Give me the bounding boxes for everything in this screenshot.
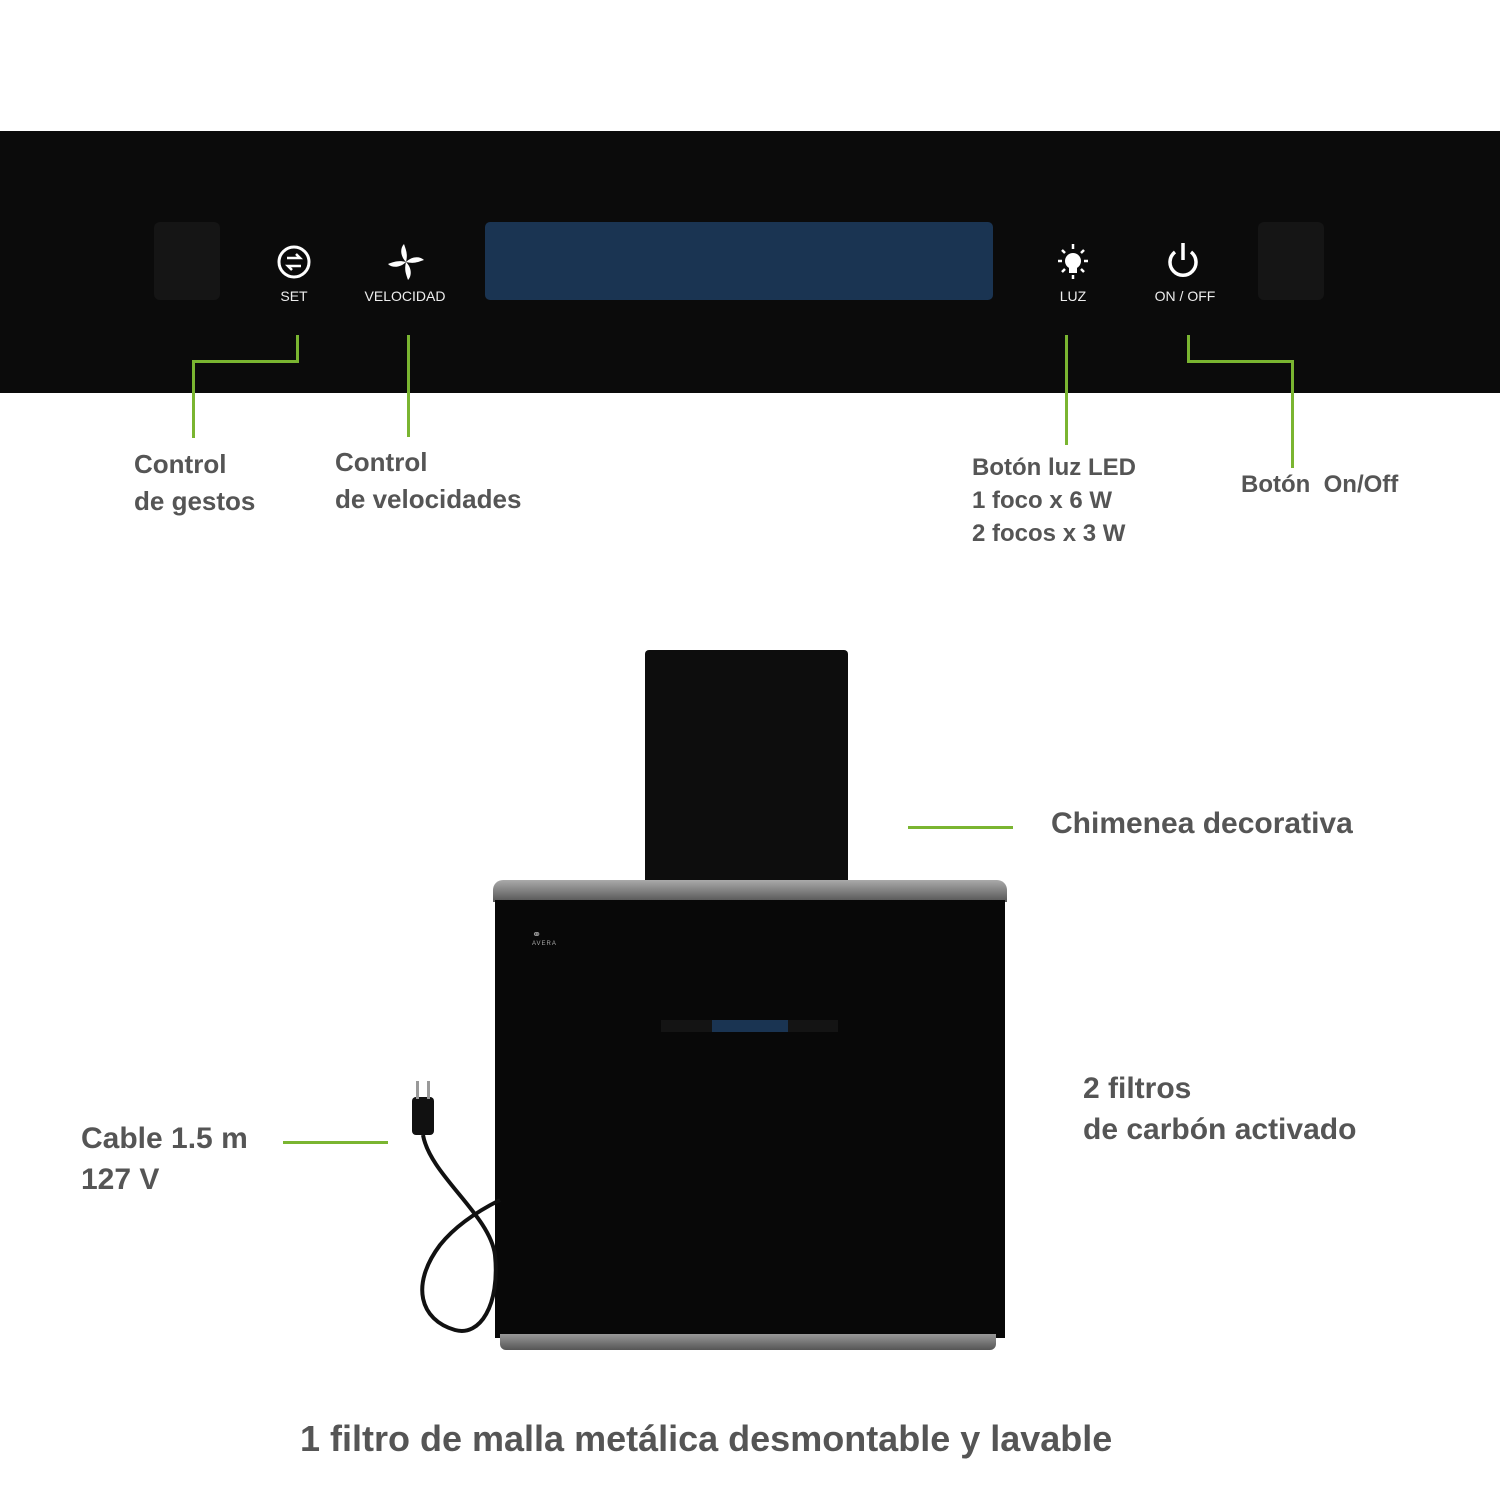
power-icon[interactable] [1163, 240, 1203, 280]
leader-line [192, 360, 195, 438]
leader-line [192, 360, 299, 363]
gesture-sensor-right [1258, 222, 1324, 300]
gesture-sensor-left [154, 222, 220, 300]
light-bulb-icon[interactable] [1053, 242, 1093, 282]
leader-line [1065, 335, 1068, 445]
callout-chimenea: Chimenea decorativa [1051, 807, 1353, 840]
callout-onoff: Botón On/Off [1241, 471, 1399, 498]
velocidad-label: VELOCIDAD [364, 288, 446, 304]
hood-control-panel [661, 1020, 838, 1032]
leader-line [1187, 360, 1294, 363]
hood-body [495, 900, 1005, 1338]
display-panel [485, 222, 993, 300]
swap-arrows-icon[interactable] [274, 242, 314, 282]
brand-logo: ⚭AVERA [532, 929, 557, 947]
onoff-label: ON / OFF [1154, 288, 1216, 304]
set-label: SET [280, 288, 308, 304]
leader-line [283, 1141, 388, 1144]
hood-top-rim [493, 880, 1007, 902]
power-cord [412, 1081, 501, 1333]
fan-icon[interactable] [386, 242, 426, 282]
leader-line [1187, 335, 1190, 363]
metal-mesh-filter [500, 1334, 996, 1350]
leader-line [908, 826, 1013, 829]
leader-line [1291, 360, 1294, 468]
decorative-chimney [645, 650, 848, 882]
callout-malla: 1 filtro de malla metálica desmontable y… [300, 1418, 1113, 1459]
leader-line [296, 335, 299, 363]
luz-label: LUZ [1059, 288, 1087, 304]
leader-line [407, 335, 410, 437]
